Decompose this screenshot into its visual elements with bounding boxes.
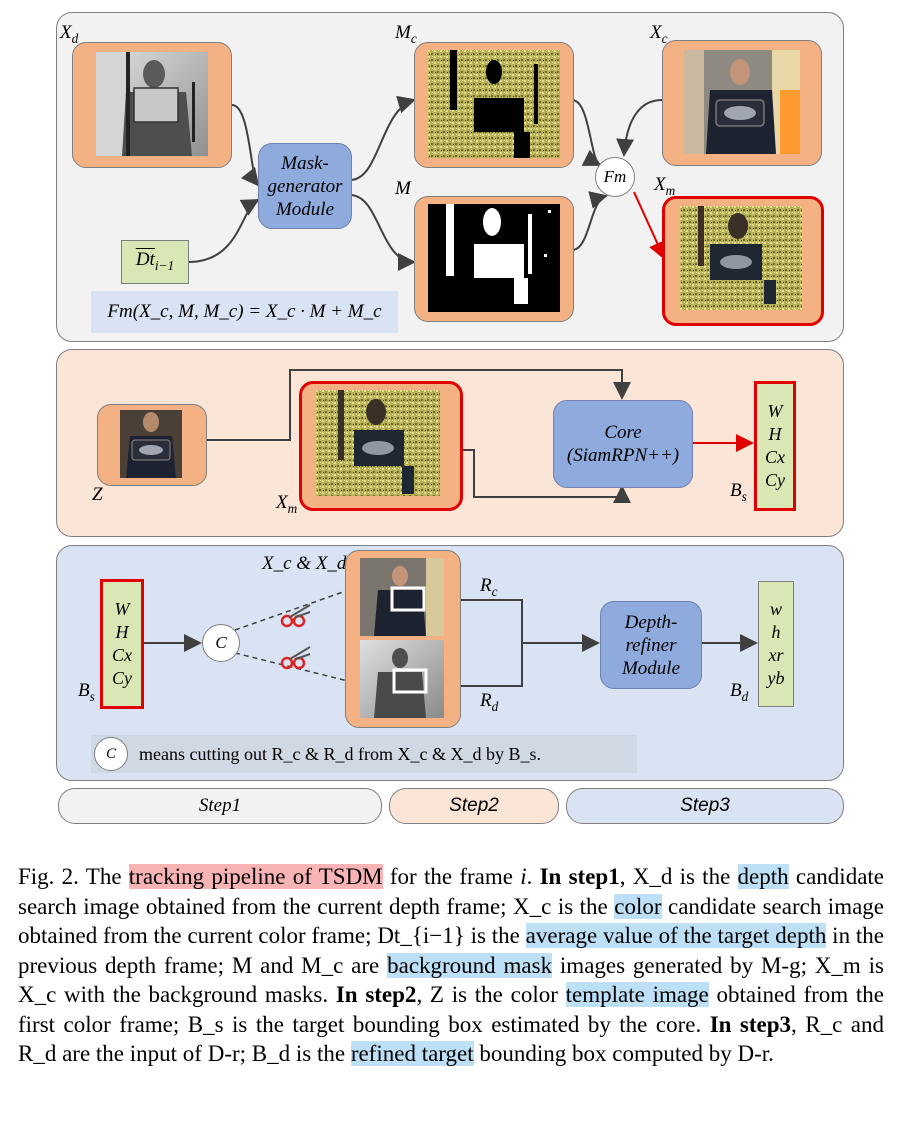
figure-caption: Fig. 2. The tracking pipeline of TSDM fo… bbox=[18, 864, 885, 1066]
step1-tab: Step1 bbox=[58, 788, 382, 824]
xm-image-step2 bbox=[316, 390, 440, 496]
fm-formula: Fm(X_c, M, M_c) = X_c · M + M_c bbox=[91, 291, 398, 333]
step3-tab: Step3 bbox=[566, 788, 844, 824]
scissors-icon bbox=[280, 604, 311, 628]
mc-mask-image bbox=[428, 50, 560, 158]
color-image bbox=[684, 50, 800, 154]
fm-operator: Fm bbox=[595, 157, 635, 197]
xc-xd-label: X_c & X_d bbox=[262, 553, 347, 574]
scissors-icon bbox=[280, 646, 311, 670]
rd-label: Rd bbox=[480, 690, 499, 714]
step2-tab: Step2 bbox=[389, 788, 559, 824]
xc-label: Xc bbox=[650, 22, 668, 46]
cut-operator: C bbox=[202, 624, 240, 662]
m-mask-image bbox=[428, 204, 560, 312]
bs-label-step3: Bs bbox=[78, 680, 95, 704]
cut-operator-legend: C bbox=[94, 737, 128, 771]
xm-label-step2: Xm bbox=[276, 492, 298, 516]
z-label: Z bbox=[92, 484, 103, 505]
m-label: M bbox=[395, 178, 411, 199]
bs-label-step2: Bs bbox=[730, 480, 747, 504]
rc-label: Rc bbox=[480, 575, 498, 599]
depth-image bbox=[96, 52, 208, 156]
xm-label-step1: Xm bbox=[654, 174, 676, 198]
xm-image-step1 bbox=[680, 206, 802, 310]
xc-xd-images bbox=[360, 558, 444, 718]
xd-label: Xd bbox=[60, 22, 79, 46]
cut-note-bar: C means cutting out R_c & R_d from X_c &… bbox=[91, 735, 637, 773]
template-image bbox=[120, 410, 182, 478]
mc-label: Mc bbox=[395, 22, 417, 46]
core-siamrpn-module: Core(SiamRPN++) bbox=[553, 400, 693, 488]
cut-note-text: means cutting out R_c & R_d from X_c & X… bbox=[139, 743, 541, 764]
bd-label: Bd bbox=[730, 680, 749, 704]
dt-prev-depth-box: Dti−1 bbox=[121, 240, 189, 284]
